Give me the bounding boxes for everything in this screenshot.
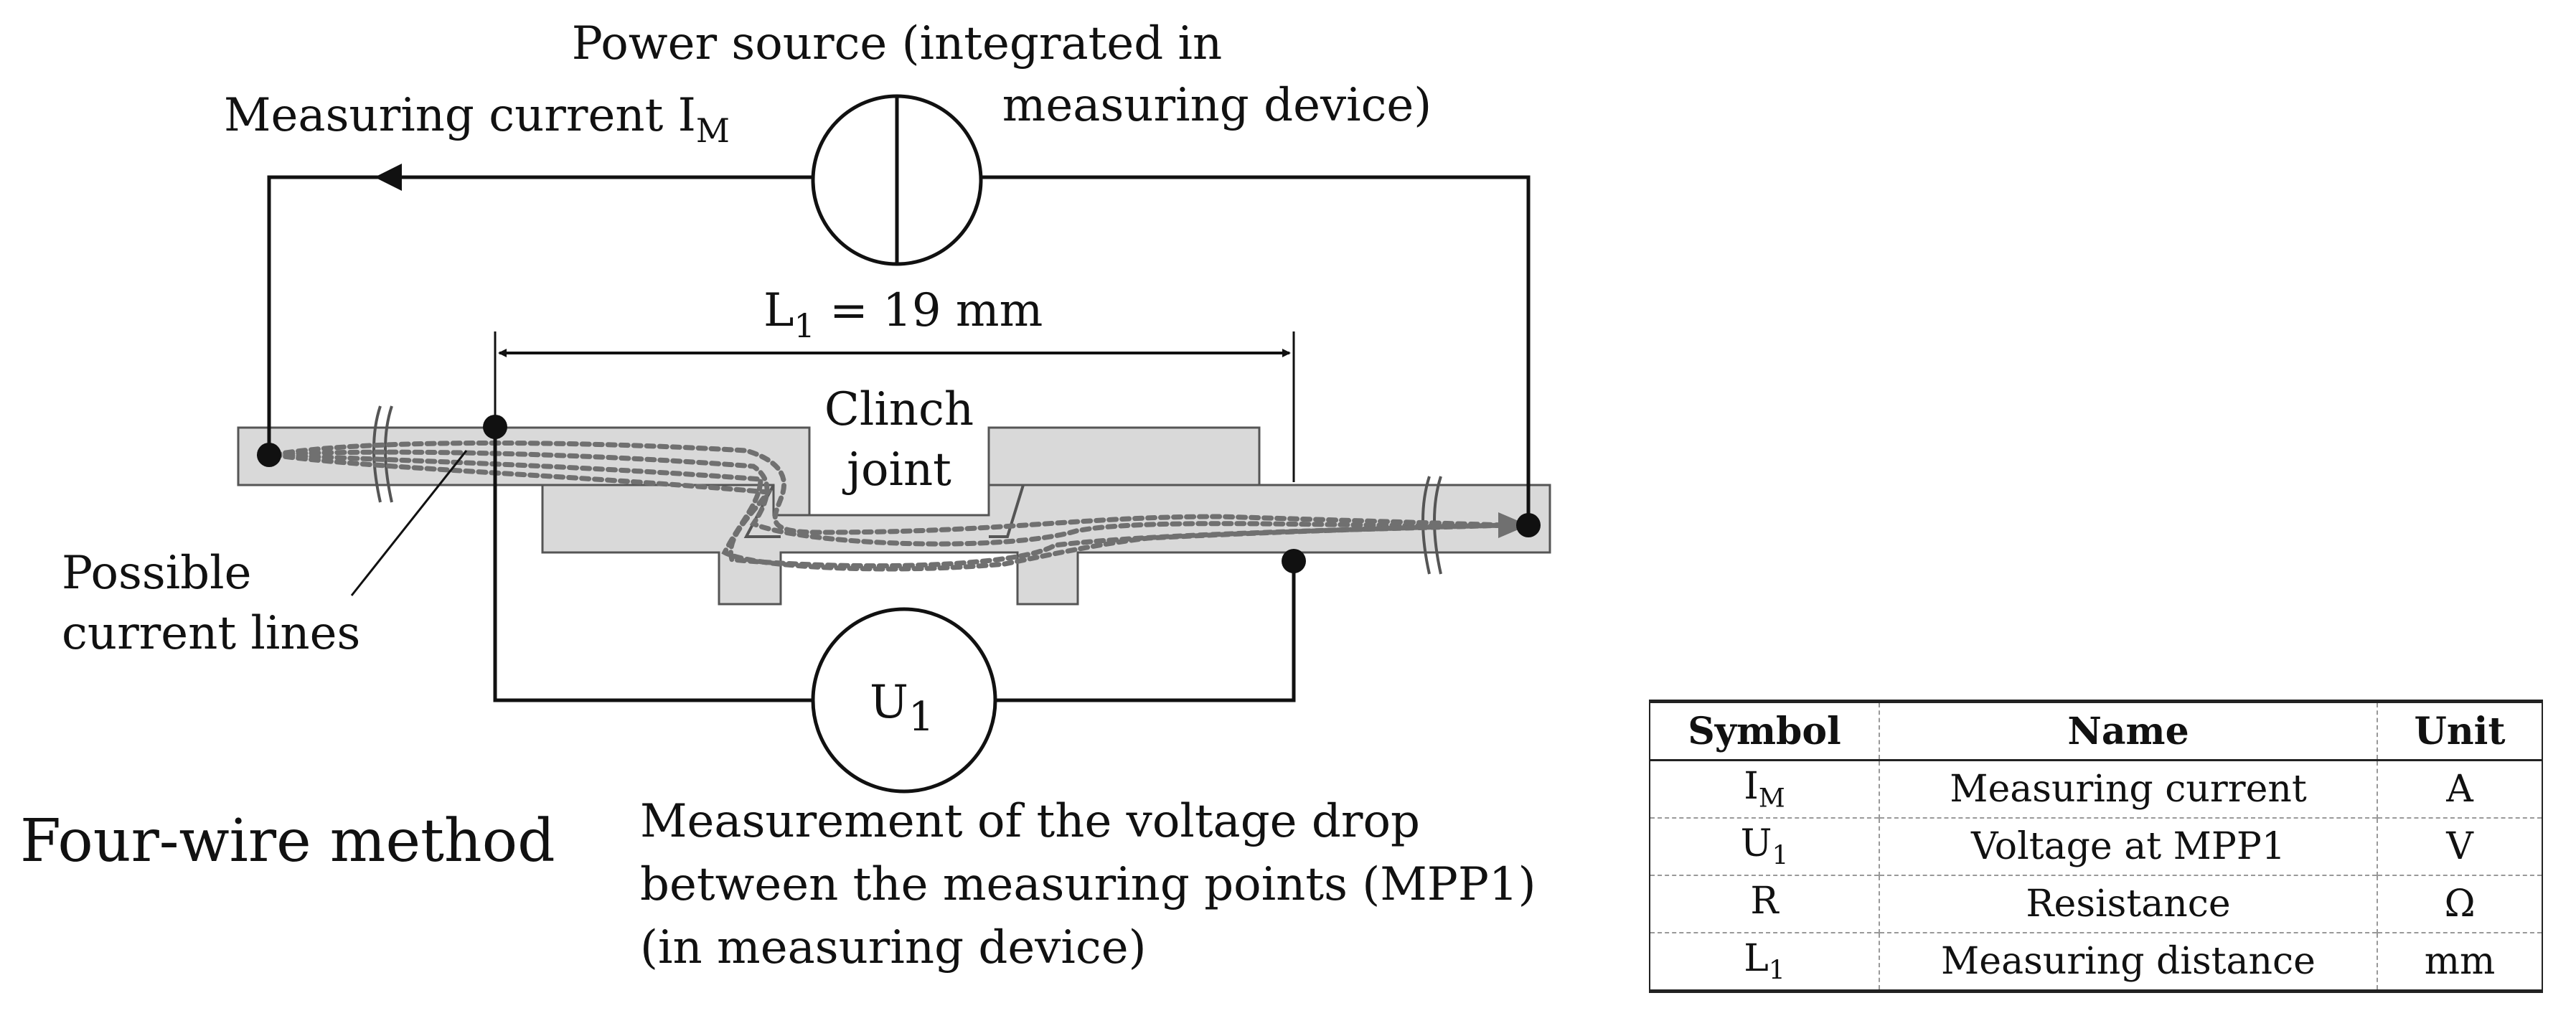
measurement-label-line1: Measurement of the voltage drop: [640, 795, 1420, 848]
wires: [267, 175, 1531, 702]
lower-sheet: [541, 484, 1551, 606]
power-source-label-line1: Power source (integrated in: [572, 17, 1222, 70]
pointer-line: [350, 450, 468, 596]
current-line-2: [270, 449, 1510, 547]
current-line-1: [270, 440, 1510, 535]
voltage-wire-right: [996, 561, 1296, 702]
table-row: IM Measuring current A: [1649, 760, 2543, 818]
metal-sheets: [237, 426, 1551, 606]
current-wire-left: [267, 175, 813, 455]
table-cell-unit: mm: [2377, 932, 2543, 992]
table-cell-symbol: R: [1649, 875, 1880, 933]
measurement-label-line3: (in measuring device): [640, 921, 1147, 974]
power-source: [811, 94, 983, 266]
table-cell-symbol: IM: [1649, 760, 1880, 818]
voltmeter-label: U1: [870, 676, 934, 740]
table-row: R Resistance Ω: [1649, 875, 2543, 933]
clinch-label-line1: Clinch: [824, 383, 974, 436]
table-cell-unit: Ω: [2377, 875, 2543, 933]
measuring-current-label: Measuring current IM: [224, 89, 730, 150]
possible-current-label-line2: current lines: [62, 607, 360, 660]
table-cell-symbol: U1: [1649, 817, 1880, 875]
break-mark-left: [372, 405, 393, 503]
current-wire-right: [981, 175, 1531, 525]
symbol-table: Symbol Name Unit IM Measuring current A …: [1649, 700, 2543, 993]
table-cell-name: Measuring current: [1879, 760, 2378, 818]
contact-point-current-right: [1516, 513, 1541, 537]
table-header-name: Name: [1879, 700, 2378, 761]
current-line-arrow: [1498, 512, 1528, 538]
current-lines: [270, 440, 1528, 572]
table-cell-name: Measuring distance: [1879, 932, 2378, 992]
table-header-row: Symbol Name Unit: [1649, 700, 2543, 761]
current-direction-arrow-icon: [375, 164, 402, 191]
clinch-label-line2: joint: [842, 443, 951, 496]
possible-current-label-line1: Possible: [62, 547, 251, 600]
distance-label: L1 = 19 mm: [763, 284, 1043, 345]
measurement-label-line2: between the measuring points (MPP1): [640, 858, 1536, 911]
contact-point-voltage-right: [1282, 549, 1306, 573]
table-row: L1 Measuring distance mm: [1649, 932, 2543, 992]
current-line-4: [270, 452, 1510, 569]
table-header-unit: Unit: [2377, 700, 2543, 761]
voltmeter-circle: [811, 607, 997, 794]
power-source-label-line2: measuring device): [1002, 79, 1432, 132]
table-cell-name: Resistance: [1879, 875, 2378, 933]
table-row: U1 Voltage at MPP1 V: [1649, 817, 2543, 875]
contact-point-voltage-left: [483, 415, 507, 439]
table-header-symbol: Symbol: [1649, 700, 1880, 761]
contact-points: [257, 415, 1541, 573]
voltmeter: U1: [811, 607, 997, 794]
contact-point-current-left: [257, 443, 281, 467]
table-cell-unit: V: [2377, 817, 2543, 875]
table-cell-unit: A: [2377, 760, 2543, 818]
voltage-wire-left: [493, 427, 813, 702]
table-cell-name: Voltage at MPP1: [1879, 817, 2378, 875]
table-cell-symbol: L1: [1649, 932, 1880, 992]
method-title: Four-wire method: [20, 807, 555, 875]
